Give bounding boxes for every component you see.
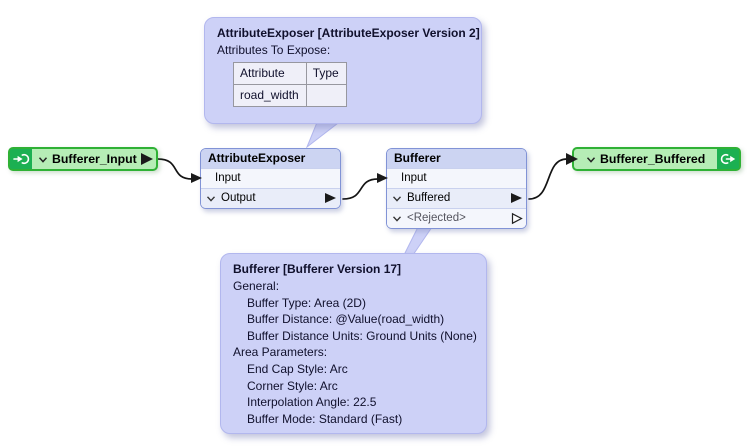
wire-attributeexposer-to-bufferer[interactable] (342, 178, 379, 200)
port-label: Input (215, 172, 241, 184)
tooltip-tail-bottom (403, 226, 433, 256)
table-row: road_width (233, 83, 347, 107)
port-rejected[interactable]: <Rejected> (387, 208, 526, 228)
table-cell-type (305, 83, 347, 107)
tooltip-line: Corner Style: Arc (247, 378, 338, 393)
input-port-icon[interactable] (566, 153, 578, 165)
tooltip-line: Area Parameters: (233, 345, 328, 360)
tooltip-line: End Cap Style: Arc (247, 361, 348, 376)
chevron-down-icon[interactable] (206, 195, 216, 203)
wire-bufferer-to-output[interactable] (528, 158, 568, 200)
input-port-icon[interactable] (191, 173, 202, 183)
tooltip-line: Buffer Distance Units: Ground Units (Non… (247, 328, 477, 343)
port-input[interactable]: Input (191, 168, 340, 188)
tooltip-title: AttributeExposer [AttributeExposer Versi… (217, 26, 480, 40)
destination-connection-icon (717, 149, 739, 169)
output-port-icon[interactable] (511, 193, 522, 203)
tooltip-attributeexposer: AttributeExposer [AttributeExposer Versi… (204, 17, 482, 124)
tooltip-subtitle: Attributes To Expose: (217, 43, 331, 57)
node-attributeexposer[interactable]: AttributeExposer Input Output (191, 148, 341, 209)
table-cell-attribute: road_width (233, 83, 307, 107)
rejected-port-icon[interactable] (511, 212, 523, 225)
tooltip-line: Interpolation Angle: 22.5 (247, 395, 377, 410)
port-label: Buffered (407, 192, 451, 204)
port-buffered[interactable]: Buffered (387, 188, 526, 208)
tooltip-line: Buffer Mode: Standard (Fast) (247, 411, 403, 426)
table-header-type: Type (305, 61, 347, 85)
chevron-down-icon[interactable] (38, 156, 48, 164)
output-port-icon[interactable] (325, 193, 336, 203)
node-title[interactable]: Bufferer (387, 149, 526, 168)
node-label: Bufferer_Buffered (600, 152, 706, 166)
node-label: Bufferer_Input (52, 152, 137, 166)
chevron-down-icon[interactable] (392, 215, 402, 223)
wire-input-to-attributeexposer[interactable] (157, 158, 193, 180)
port-label: Output (221, 192, 256, 204)
port-label: <Rejected> (407, 212, 466, 224)
tooltip-tail-top (305, 119, 344, 149)
port-output[interactable]: Output (201, 188, 340, 208)
port-label: Input (401, 172, 427, 184)
node-bufferer[interactable]: Bufferer Input Buffered <Rejected> (377, 148, 527, 229)
input-port-icon[interactable] (377, 173, 388, 183)
tooltip-bufferer: Bufferer [Bufferer Version 17] General: … (220, 253, 487, 434)
attributes-to-expose-table: Attribute Type road_width (233, 61, 347, 107)
tooltip-line: Buffer Distance: @Value(road_width) (247, 312, 445, 327)
tooltip-title: Bufferer [Bufferer Version 17] (233, 262, 402, 276)
port-input[interactable]: Input (377, 168, 526, 188)
node-bufferer-input[interactable]: Bufferer_Input (8, 147, 158, 171)
chevron-down-icon[interactable] (392, 195, 402, 203)
tooltip-line: General: (233, 279, 280, 293)
output-port-icon[interactable] (141, 153, 153, 165)
node-bufferer-buffered[interactable]: Bufferer_Buffered (566, 147, 741, 171)
tooltip-line: Buffer Type: Area (2D) (247, 295, 366, 310)
table-header-attribute: Attribute (233, 61, 307, 85)
source-connection-icon (10, 149, 32, 169)
chevron-down-icon[interactable] (586, 156, 596, 164)
node-title[interactable]: AttributeExposer (201, 149, 340, 168)
